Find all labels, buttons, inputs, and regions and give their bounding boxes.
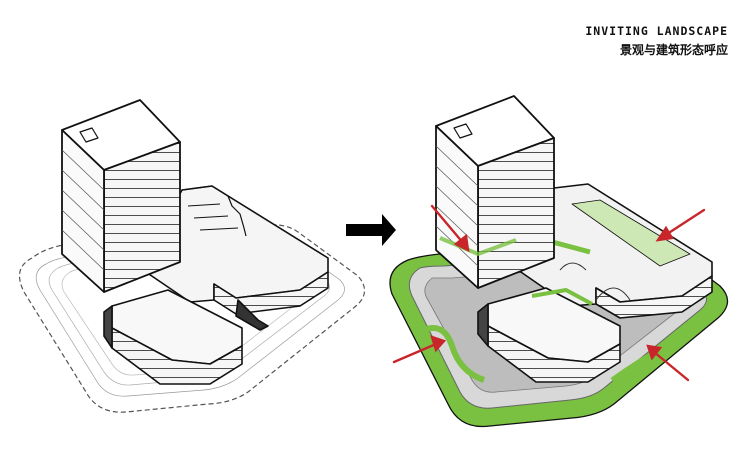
right-arrow-icon	[346, 214, 396, 246]
title-chinese: 景观与建筑形态呼应	[619, 43, 728, 57]
before-diagram	[18, 99, 366, 413]
red-arrow-icon	[392, 204, 706, 382]
green-roof-terrace	[571, 199, 691, 267]
after-diagram	[389, 95, 729, 428]
podium-wing-green	[517, 183, 713, 319]
tower-after	[435, 95, 555, 289]
title-block: INVITING LANDSCAPE 景观与建筑形态呼应	[585, 24, 728, 58]
podium-wing	[139, 185, 329, 331]
roof-feature-icon	[453, 123, 473, 139]
front-podium	[103, 289, 243, 385]
title-english: INVITING LANDSCAPE	[585, 24, 728, 38]
front-podium-after	[477, 287, 621, 383]
dashed-site-outline	[18, 224, 366, 413]
tower	[61, 99, 181, 293]
roof-feature-icon	[79, 127, 99, 143]
